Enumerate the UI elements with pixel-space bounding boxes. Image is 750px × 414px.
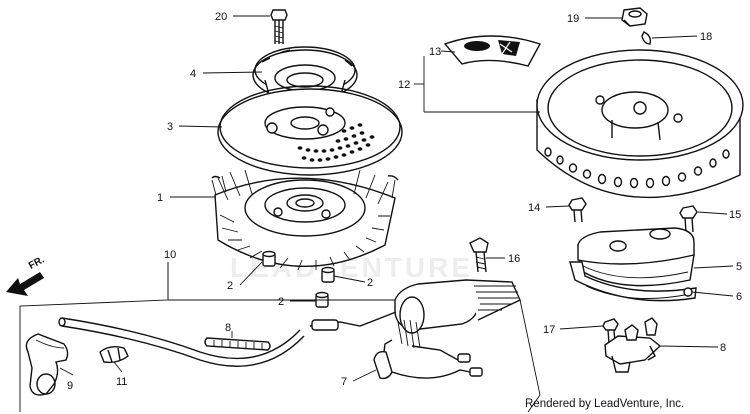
callout-8: 8: [720, 342, 726, 354]
callout-14: 13: [429, 46, 441, 58]
part-ignition-coil-5[interactable]: [577, 227, 695, 287]
part-tube-10[interactable]: [204, 337, 271, 351]
callout-17: 17: [543, 324, 555, 336]
callout-16: 16: [508, 253, 520, 265]
callout-10: 8: [225, 322, 231, 334]
callout-1: 1: [157, 192, 163, 204]
credit-text: Rendered by LeadVenture, Inc.: [525, 398, 685, 410]
part-flywheel-13[interactable]: [536, 49, 744, 198]
callout-3: 3: [167, 121, 173, 133]
part-key-18[interactable]: [641, 31, 652, 45]
part-label-14[interactable]: [443, 35, 542, 67]
callout-5: 5: [736, 261, 742, 273]
callout-2c: 2: [367, 277, 373, 289]
callout-2a: 2: [227, 280, 233, 292]
callout-19: 19: [567, 13, 579, 25]
callout-15a: 14: [528, 202, 540, 214]
callout-labels: 20 4 3 1 2 2 2 10 8 9 11 7 16 12 13 19 1…: [67, 11, 742, 392]
callout-6: 6: [736, 291, 742, 303]
callout-9: 10: [164, 249, 176, 261]
callout-18: 18: [700, 31, 712, 43]
part-collars-2[interactable]: [262, 250, 335, 308]
part-bolt-15a[interactable]: [568, 197, 587, 223]
part-clamp-12[interactable]: [99, 345, 129, 364]
callout-2b: 2: [278, 296, 284, 308]
part-bolt-20[interactable]: [270, 9, 288, 44]
callout-11: 9: [67, 380, 73, 392]
callout-12: 11: [116, 376, 127, 388]
part-bolt-16[interactable]: [469, 237, 489, 273]
part-nut-19[interactable]: [621, 7, 648, 27]
callout-15b: 15: [729, 209, 741, 221]
part-gasket-6[interactable]: [569, 261, 697, 302]
callout-7: 7: [341, 376, 347, 388]
callout-20: 20: [215, 11, 227, 23]
front-direction-arrow: [6, 272, 44, 296]
leader-lines: [59, 15, 734, 382]
callout-13: 12: [398, 79, 410, 91]
part-ignition-coil-7[interactable]: [309, 279, 521, 380]
part-bolt-15b[interactable]: [679, 205, 698, 233]
callout-4: 4: [190, 68, 196, 80]
part-cooling-fan-1[interactable]: [211, 169, 399, 271]
part-high-tension-cord[interactable]: [58, 317, 305, 367]
part-fan-plate-3[interactable]: [217, 85, 403, 176]
part-terminal-8[interactable]: [604, 317, 662, 373]
part-plug-boot-11[interactable]: [25, 333, 69, 396]
